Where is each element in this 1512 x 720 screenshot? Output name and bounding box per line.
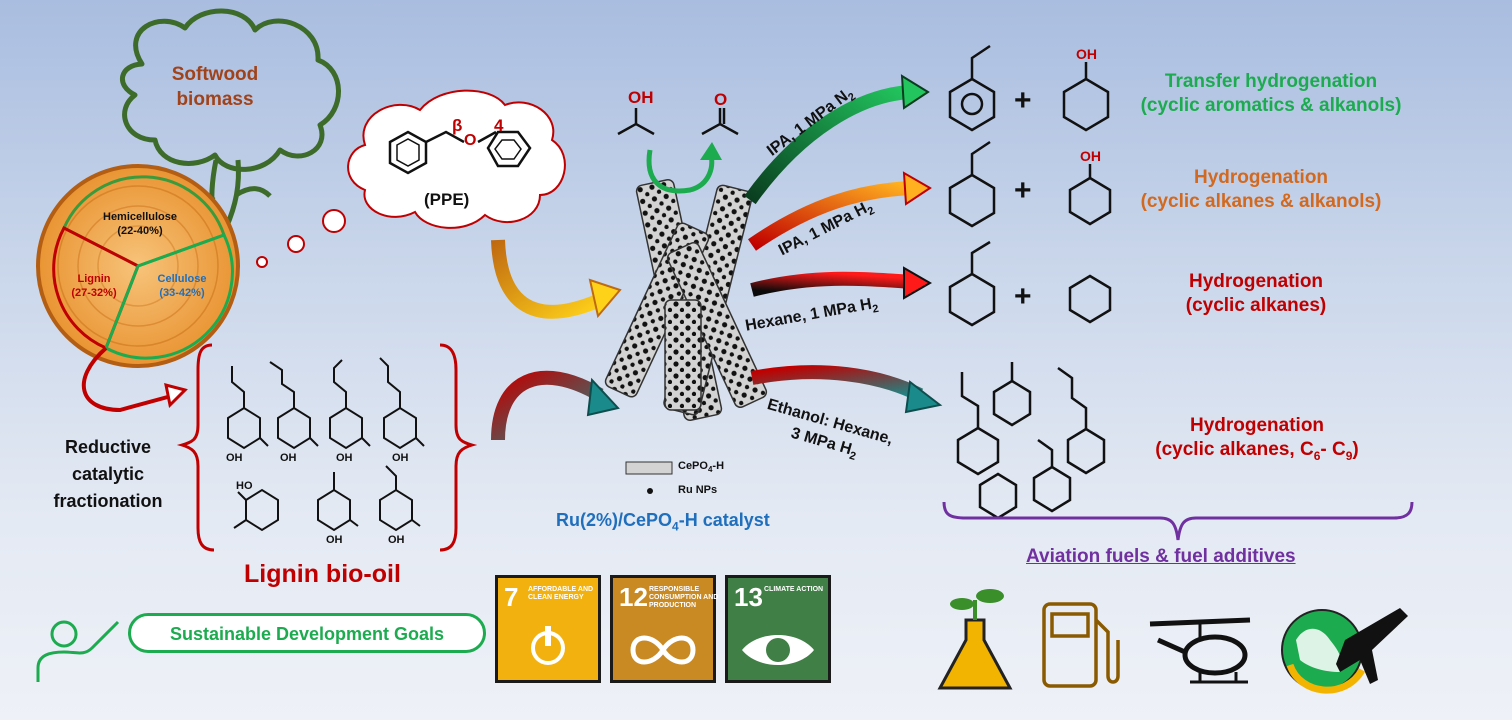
ppe-beta-label: β <box>452 116 463 135</box>
catalyst-name: Ru(2%)/CePO4-H catalyst <box>556 510 770 534</box>
product-oh-1: OH <box>1076 46 1097 62</box>
helicopter-icon <box>1149 617 1251 684</box>
hemicellulose-sector <box>62 175 226 268</box>
sdg-7-tile: 7 AFFORDABLE AND CLEAN ENERGY <box>495 575 601 683</box>
ppe-four-label: 4 <box>494 116 504 135</box>
sdg-7-label: AFFORDABLE AND CLEAN ENERGY <box>528 586 594 601</box>
product-molecules-icon <box>948 44 1112 520</box>
ipa-oh-label: OH <box>628 88 654 107</box>
legend-np-swatch <box>647 488 653 494</box>
arrow-hydrogenation-alkanes <box>750 271 913 297</box>
left-brace <box>176 343 215 552</box>
lignin-label: Lignin(27-32%) <box>71 273 117 299</box>
sdg-13-tile: 13 CLIMATE ACTION <box>725 575 831 683</box>
monomer-oh-7: OH <box>388 534 405 546</box>
plus-2: + <box>1014 174 1032 207</box>
lignin-bio-oil-label: Lignin bio-oil <box>244 560 401 588</box>
monomer-oh-6: OH <box>326 534 343 546</box>
hemicellulose-label: Hemicellulose(22-40%) <box>103 211 177 237</box>
product-oh-2: OH <box>1080 148 1101 164</box>
monomer-oh-3: OH <box>336 452 353 464</box>
globe-plane-icon <box>1281 608 1408 694</box>
sdg-banner-label: Sustainable Development Goals <box>169 624 445 644</box>
thought-bubbles-icon <box>256 89 566 268</box>
catalyst-rods-icon <box>604 179 768 421</box>
product-1-label: Transfer hydrogenation(cyclic aromatics … <box>1140 71 1402 116</box>
fuel-pump-icon <box>1042 602 1120 688</box>
legend-support-label: CePO4-H <box>678 460 725 475</box>
ppe-label: (PPE) <box>424 190 470 209</box>
eye-globe-icon <box>742 635 814 665</box>
power-icon <box>531 626 565 665</box>
hydrogen-transfer-arrow <box>646 149 715 194</box>
arrow-hydrogenation-alkanols <box>748 181 913 251</box>
sdg-12-label: RESPONSIBLE CONSUMPTION AND PRODUCTION <box>649 586 719 609</box>
ipa-acetone-icon <box>617 108 739 136</box>
arrow-transfer-hydrogenation <box>744 85 911 205</box>
infinity-icon <box>630 635 696 665</box>
sdg-banner: Sustainable Development Goals <box>128 613 486 653</box>
sdg-13-number: 13 <box>734 582 763 612</box>
monomer-oh-1: OH <box>226 452 243 464</box>
lignin-sector <box>52 225 140 350</box>
sdg-12-number: 12 <box>619 582 648 612</box>
legend-np-label: Ru NPs <box>678 484 718 496</box>
cellulose-label: Cellulose(33-42%) <box>157 273 207 299</box>
legend-support-swatch <box>625 461 673 475</box>
product-4-label: Hydrogenation (cyclic alkanes, C6- C9) <box>1155 415 1359 463</box>
rcf-arrow <box>81 346 176 413</box>
monomer-ho-5: HO <box>236 480 253 492</box>
sdg-7-number: 7 <box>504 582 519 612</box>
acetone-o-label: O <box>714 90 728 109</box>
ppe-molecule-icon <box>388 130 532 175</box>
monomer-oh-2: OH <box>280 452 297 464</box>
person-pointing-icon <box>36 620 120 682</box>
cellulose-sector <box>104 233 234 360</box>
ppe-to-catalyst-arrow <box>491 239 603 319</box>
log-cross-section-icon <box>36 164 240 368</box>
product-3-label: Hydrogenation(cyclic alkanes) <box>1185 271 1327 316</box>
lignin-monomers-icon <box>227 357 425 532</box>
sdg-12-tile: 12 RESPONSIBLE CONSUMPTION AND PRODUCTIO… <box>610 575 719 683</box>
plus-1: + <box>1014 84 1032 117</box>
ppe-oxygen-label: O <box>464 132 477 149</box>
monomer-oh-4: OH <box>392 452 409 464</box>
arrow-hydrogenation-c6-c9 <box>750 365 924 402</box>
aviation-fuels-label: Aviation fuels & fuel additives <box>1026 546 1296 567</box>
bio-oil-to-catalyst-arrow <box>491 370 604 441</box>
product-2-label: Hydrogenation(cyclic alkanes & alkanols) <box>1140 167 1382 212</box>
sdg-13-label: CLIMATE ACTION <box>764 586 824 593</box>
plus-3: + <box>1014 280 1032 313</box>
seedling-flask-icon <box>937 589 1013 690</box>
aviation-brace <box>942 501 1414 541</box>
right-brace <box>439 343 478 552</box>
